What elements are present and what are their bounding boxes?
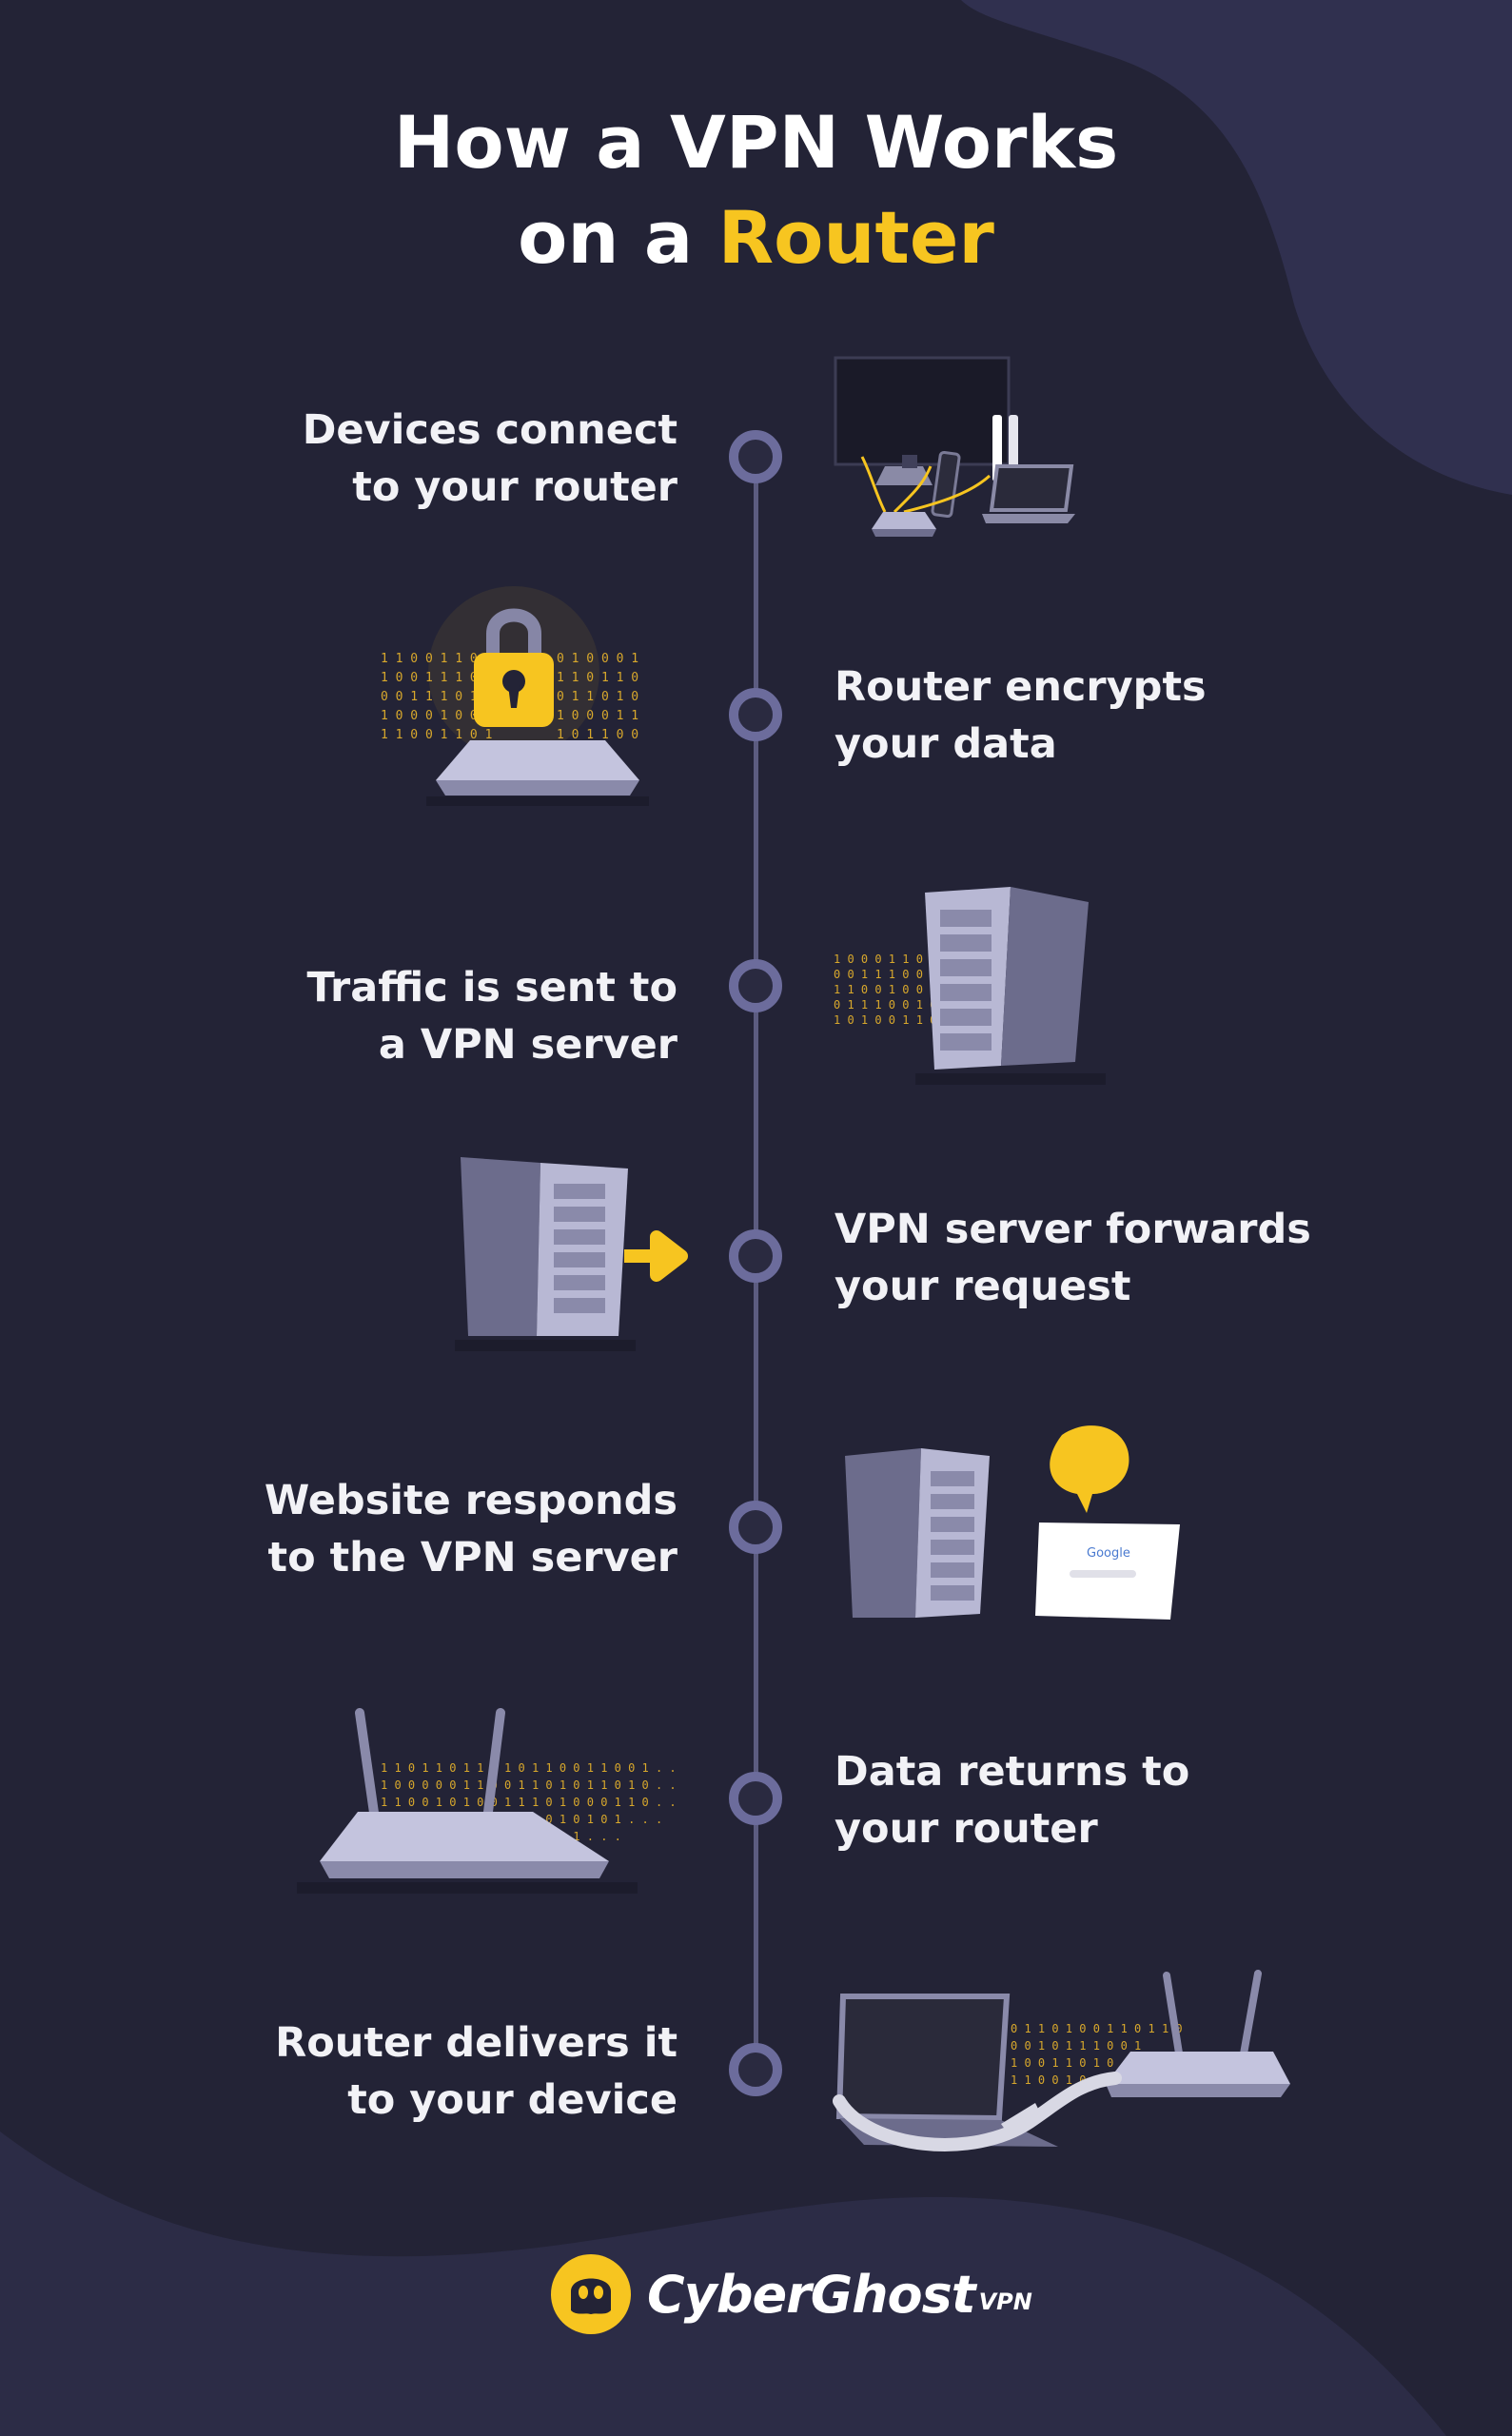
svg-text:1 1 0 0 1 1 0 1: 1 1 0 0 1 1 0 1	[381, 728, 492, 742]
step-5-text: Website responds to the VPN server	[145, 1472, 677, 1586]
binary-left: 1 1 0 0 1 1 0 1	[381, 652, 492, 666]
step-2-line-2: your data	[835, 720, 1057, 768]
step-4-text: VPN server forwards your request	[835, 1201, 1367, 1315]
step-1-text: Devices connect to your router	[145, 402, 677, 516]
step-3-text: Traffic is sent to a VPN server	[145, 959, 677, 1073]
server-website-icon: Google	[845, 1425, 1180, 1620]
page-title: How a VPN Works on a Router	[0, 95, 1512, 285]
timeline-node-4	[729, 1229, 782, 1283]
svg-text:1 1 0 1 1 0: 1 1 0 1 1 0	[557, 671, 638, 685]
svg-text:0 1 0 0 0 1: 0 1 0 0 0 1	[557, 652, 638, 666]
step-6-line-2: your router	[835, 1805, 1098, 1853]
timeline-node-2	[729, 688, 782, 741]
svg-text:1 1 0 0 1 0 1 0 0 1 1 1 0 1 0: 1 1 0 0 1 0 1 0 0 1 1 1 0 1 0 0 0 1 1 0 …	[381, 1796, 685, 1809]
brand-suffix: VPN	[978, 2289, 1032, 2315]
step-3-line-2: a VPN server	[378, 1021, 677, 1069]
laptop-router-icon: 0 1 1 0 1 0 0 1 1 0 1 1 0 0 0 1 0 1 1 1 …	[833, 1970, 1290, 2151]
step-5-line-2: to the VPN server	[267, 1534, 677, 1581]
title-accent: Router	[717, 195, 994, 280]
timeline-node-6	[729, 1772, 782, 1825]
step-1-line-2: to your router	[352, 463, 677, 511]
step-4-line-1: VPN server forwards	[835, 1206, 1311, 1253]
timeline-node-5	[729, 1501, 782, 1554]
ghost-logo-icon	[551, 2254, 631, 2334]
router-data-icon: 1 1 0 1 1 0 1 1 0 1 0 1 1 0 0 1 1 0 0 1 …	[297, 1708, 685, 1894]
brand-name: CyberGhost	[647, 2264, 976, 2325]
step-2-text: Router encrypts your data	[835, 658, 1367, 773]
step-7-line-2: to your device	[347, 2076, 677, 2124]
svg-text:1 0 0 0 1 0 0 1: 1 0 0 0 1 0 0 1	[381, 709, 492, 723]
svg-text:1 1 0 0 1 0: 1 1 0 0 1 0	[1011, 2073, 1086, 2087]
step-2-line-1: Router encrypts	[835, 663, 1207, 711]
website-card-label: Google	[1087, 1546, 1130, 1561]
svg-text:1 0 0 0 0 0 1 1 0 0 1 1 0 1 0: 1 0 0 0 0 0 1 1 0 0 1 1 0 1 0 1 1 0 1 0 …	[381, 1778, 685, 1792]
svg-text:1 0 0 0 1 1: 1 0 0 0 1 1	[557, 709, 638, 723]
step-1-line-1: Devices connect	[302, 406, 677, 454]
step-5-line-1: Website responds	[264, 1477, 677, 1524]
router-lock-icon: 1 1 0 0 1 1 0 1 1 0 0 1 1 1 0 0 0 0 1 1 …	[381, 586, 649, 806]
bottom-wave	[0, 2132, 1446, 2436]
step-3-line-1: Traffic is sent to	[306, 964, 677, 1012]
server-data-icon: 1 0 0 0 1 1 0 1 1 0 0 0 1 1 1 0 0 1 0 1 …	[834, 887, 1106, 1085]
svg-text:0 0 1 1 1 0 1 0: 0 0 1 1 1 0 1 0	[381, 690, 492, 704]
svg-text:1 0 0 1 1 1 0 0: 1 0 0 1 1 1 0 0	[381, 671, 492, 685]
brand-footer: CyberGhost VPN	[550, 2251, 1032, 2337]
title-line-2: on a Router	[0, 190, 1512, 285]
step-7-line-1: Router delivers it	[275, 2019, 677, 2067]
speech-bubble-icon	[1050, 1425, 1129, 1513]
step-6-text: Data returns to your router	[835, 1743, 1367, 1857]
step-7-text: Router delivers it to your device	[145, 2014, 677, 2129]
svg-text:1 0 0 1 1 0 1 0: 1 0 0 1 1 0 1 0	[1011, 2056, 1113, 2070]
timeline-node-1	[729, 430, 782, 483]
svg-text:1 0 1 1 0 0: 1 0 1 1 0 0	[557, 728, 638, 742]
step-6-line-1: Data returns to	[835, 1748, 1190, 1796]
binary-delivery: 0 1 1 0 1 0 0 1 1 0 1 1 0	[1011, 2022, 1183, 2035]
step-4-line-2: your request	[835, 1263, 1131, 1310]
server-arrow-icon	[455, 1157, 688, 1351]
forward-arrow-icon	[624, 1230, 688, 1282]
title-line-2-prefix: on a	[518, 195, 718, 280]
timeline-node-7	[729, 2043, 782, 2096]
svg-text:0 1 1 0 1 0: 0 1 1 0 1 0	[557, 690, 638, 704]
top-right-blob	[961, 0, 1512, 495]
binary-return: 1 1 0 1 1 0 1 1 0 1 0 1 1 0 0 1 1 0 0 1 …	[381, 1761, 685, 1775]
timeline-node-3	[729, 959, 782, 1012]
svg-text:1 0 1 0 0 1 1 0 1 0: 1 0 1 0 0 1 1 0 1 0	[834, 1013, 964, 1027]
devices-router-icon	[834, 356, 1075, 537]
title-line-1: How a VPN Works	[393, 100, 1119, 185]
svg-text:0 0 1 0 1 1 1 0 0 1: 0 0 1 0 1 1 1 0 0 1	[1011, 2039, 1141, 2053]
